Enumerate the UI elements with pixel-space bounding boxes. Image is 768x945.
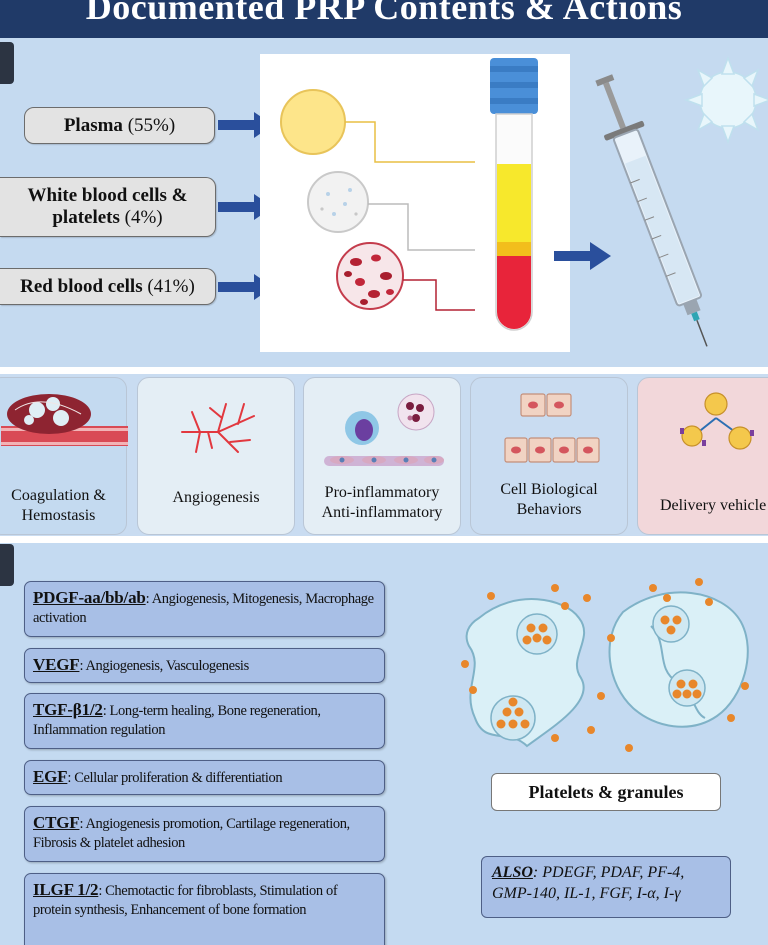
panel-c-tab [0, 544, 14, 586]
plasma-pct: (55%) [127, 114, 176, 136]
immune-cells-icon [324, 393, 444, 466]
divider-b-c [0, 536, 768, 543]
card-coagulation: Coagulation & Hemostasis [0, 377, 128, 535]
divider-a-b [0, 367, 768, 374]
plasma-circle-icon [280, 89, 346, 155]
card-inflammation-label: Pro-inflammatory Anti-inflammatory [321, 484, 443, 521]
wbc-pct: (4%) [124, 207, 163, 228]
factor-pdgf: PDGF-aa/bb/ab: Angiogenesis, Mitogenesis… [24, 581, 385, 637]
card-inflammation: Pro-inflammatory Anti-inflammatory [303, 377, 461, 535]
rbc-pct: (41%) [147, 275, 195, 297]
factor-ctgf: CTGF: Angiogenesis promotion, Cartilage … [24, 806, 385, 862]
factor-vegf: VEGF: Angiogenesis, Vasculogenesis [24, 648, 385, 683]
card-angiogenesis: Angiogenesis [137, 377, 295, 535]
blood-separation-illustration [260, 54, 570, 352]
syringe-icon [595, 74, 708, 347]
also-factors: ALSO: PDEGF, PDAF, PF-4, GMP-140, IL-1, … [481, 856, 731, 918]
factor-egf: EGF: Cellular proliferation & differenti… [24, 760, 385, 795]
wbc-platelets-label: White blood cells & platelets (4%) [0, 177, 216, 237]
card-delivery-vehicle: Delivery vehicle [637, 377, 768, 535]
card-cell-behaviors-label: Cell Biological Behaviors [500, 481, 598, 518]
blood-clot-icon [1, 394, 128, 446]
panel-a-tab [0, 42, 14, 84]
platelet-right-icon [608, 591, 749, 728]
plasma-label: Plasma (55%) [24, 107, 215, 144]
nanoparticle-carriers-icon [680, 392, 754, 450]
wbc-circle-icon [307, 171, 369, 233]
blood-vessel-branches-icon [181, 403, 255, 453]
page-title: Documented PRP Contents & Actions [85, 0, 683, 27]
platelets-granules-illustration [461, 578, 749, 752]
card-angiogenesis-label: Angiogenesis [172, 489, 260, 506]
cell-grid-icon [504, 393, 600, 463]
factor-ilgf: ILGF 1/2: Chemotactic for fibroblasts, S… [24, 873, 385, 945]
wbc-name: White blood cells & platelets [27, 185, 188, 228]
activated-platelet-icon [683, 55, 768, 145]
card-coagulation-label: Coagulation & Hemostasis [11, 487, 106, 524]
factor-tgf: TGF-β1/2: Long-term healing, Bone regene… [24, 693, 385, 749]
card-cell-behaviors: Cell Biological Behaviors [470, 377, 628, 535]
rbc-name: Red blood cells [20, 275, 143, 297]
card-delivery-vehicle-label: Delivery vehicle [660, 497, 767, 514]
rbc-label: Red blood cells (41%) [0, 268, 216, 305]
platelets-caption: Platelets & granules [491, 773, 721, 811]
title-bar: Documented PRP Contents & Actions [0, 0, 768, 38]
plasma-name: Plasma [63, 114, 123, 136]
syringe-arrow-icon [554, 242, 611, 270]
